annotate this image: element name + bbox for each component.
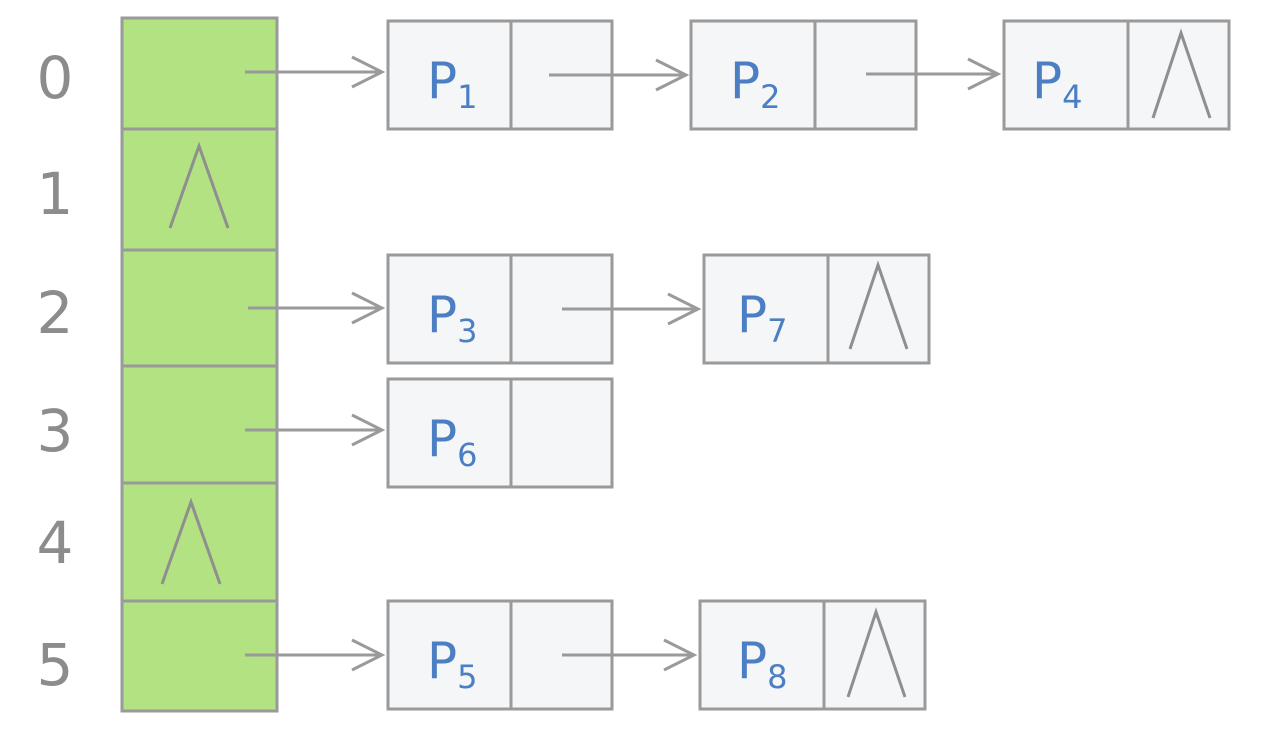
node-name: P — [737, 286, 767, 344]
list-node: P7 — [702, 253, 931, 365]
pointer-arrow — [248, 291, 386, 325]
svg-text:P7: P7 — [737, 286, 788, 350]
bucket-cell-4 — [120, 481, 279, 603]
node-subscript: 5 — [457, 658, 477, 696]
svg-text:P6: P6 — [427, 410, 478, 474]
node-subscript: 8 — [767, 658, 787, 696]
pointer-arrow — [562, 638, 698, 672]
bucket-array — [120, 16, 279, 713]
node-subscript: 3 — [457, 312, 477, 350]
node-subscript: 2 — [760, 78, 780, 116]
svg-text:P4: P4 — [1032, 52, 1083, 116]
node-name: P — [427, 286, 457, 344]
null-symbol — [848, 260, 909, 350]
list-node: P4 — [1002, 19, 1231, 131]
svg-text:P8: P8 — [737, 632, 788, 696]
null-symbol — [168, 141, 230, 229]
svg-text:P2: P2 — [730, 52, 781, 116]
svg-text:P3: P3 — [427, 286, 478, 350]
node-name: P — [427, 52, 457, 110]
node-name: P — [427, 632, 457, 690]
node-subscript: 1 — [457, 78, 477, 116]
pointer-arrow — [562, 292, 702, 326]
pointer-arrow — [866, 57, 1002, 91]
node-subscript: 4 — [1062, 78, 1082, 116]
index-label: 0 — [37, 44, 74, 112]
node-name: P — [427, 410, 457, 468]
pointer-arrow — [245, 413, 386, 447]
null-symbol — [160, 497, 222, 585]
null-symbol — [846, 607, 907, 698]
pointer-arrow — [245, 638, 386, 672]
index-label: 5 — [37, 631, 74, 699]
node-name: P — [737, 632, 767, 690]
svg-text:P5: P5 — [427, 632, 478, 696]
bucket-cell-3 — [120, 364, 279, 485]
index-label: 4 — [37, 509, 74, 577]
node-subscript: 6 — [457, 436, 477, 474]
index-label: 3 — [37, 397, 74, 465]
pointer-arrow — [245, 55, 386, 89]
pointer-arrow — [549, 58, 690, 92]
index-label: 1 — [37, 160, 74, 228]
list-node: P6 — [386, 377, 614, 489]
svg-text:P1: P1 — [427, 52, 478, 116]
node-name: P — [730, 52, 760, 110]
null-symbol — [1151, 28, 1212, 119]
node-subscript: 7 — [767, 312, 787, 350]
node-name: P — [1032, 52, 1062, 110]
list-node: P8 — [698, 599, 927, 711]
index-label: 2 — [37, 279, 74, 347]
